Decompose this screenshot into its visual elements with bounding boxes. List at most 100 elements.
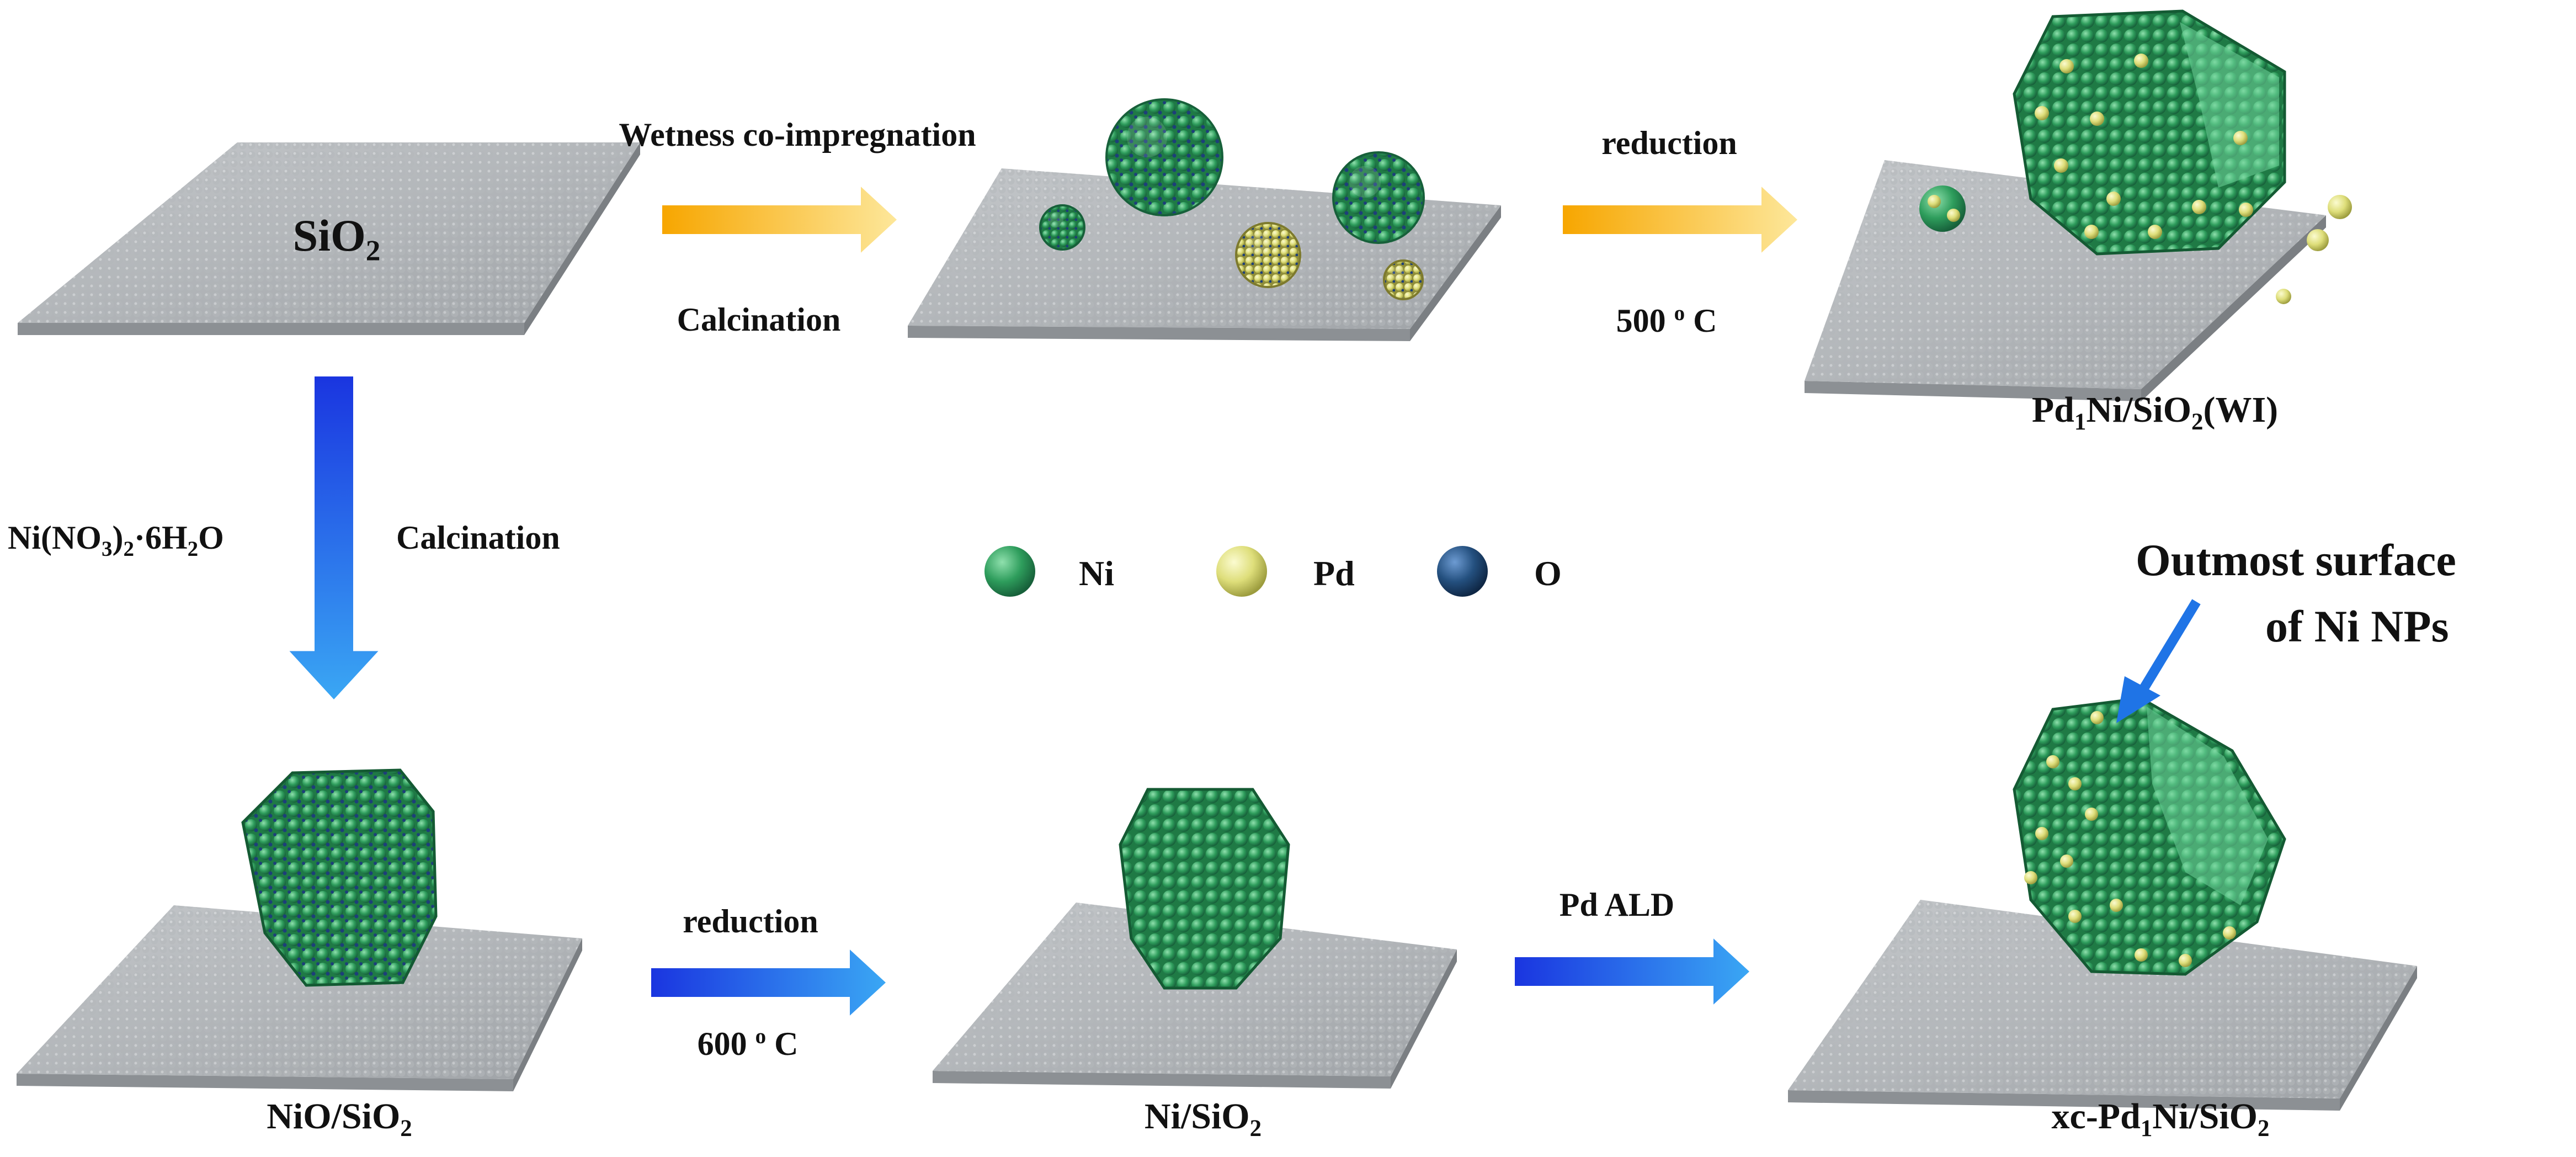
nio-particle-small-body: [1039, 204, 1085, 251]
wi-pd-atom-5: [2148, 225, 2162, 239]
xc-pd-atom-10: [2024, 871, 2037, 884]
nio-plate-side-edge: [513, 938, 582, 1091]
xc-ni-particle: [2013, 697, 2286, 976]
step-reduction-bottom-label: reduction: [683, 903, 818, 940]
wi-pd-atom-0: [2059, 59, 2074, 73]
legend-pd-icon: [1216, 546, 1267, 597]
pdo-particle-mid: [1235, 222, 1301, 288]
wi-pd-atom-1: [2090, 112, 2104, 126]
callout-arrow-shaft: [2137, 599, 2201, 696]
callout-arrow: [2116, 599, 2201, 723]
nio-particle-small-highlight: [1048, 212, 1063, 227]
pdo-particle-small-highlight: [1391, 266, 1404, 280]
ni-particle-body: [1119, 788, 1290, 990]
ni-plate-side-edge: [1391, 949, 1457, 1089]
step-temp-500-label: 500 o C: [1616, 301, 1717, 339]
xc-pd-atom-11: [2090, 711, 2104, 724]
legend-label-o: O: [1534, 554, 1562, 593]
callout-line-2: of Ni NPs: [2265, 601, 2449, 651]
callout-arrow-head: [2116, 676, 2160, 723]
xc-pd-atom-8: [2179, 954, 2192, 967]
product-xc-label: xc-Pd1Ni/SiO2: [2051, 1096, 2270, 1142]
pdo-particle-small: [1383, 259, 1424, 300]
nio-plate-atom-texture: [17, 905, 582, 1079]
nio-particle-right: [1332, 151, 1425, 244]
nio-particle-small: [1039, 204, 1085, 251]
arrow-impregnation: [662, 187, 897, 253]
impregnated-plate-front-edge: [908, 326, 1410, 341]
nio-particle-right-highlight: [1349, 166, 1381, 198]
step-temp-600-label: 600 o C: [697, 1025, 799, 1062]
wi-pd-atom-3: [2054, 158, 2068, 173]
legend-o-icon: [1437, 546, 1488, 597]
arrow-calcination-down: [289, 376, 379, 699]
sio2-plate-label: SiO2: [292, 210, 381, 267]
step-calcination-down-label: Calcination: [396, 519, 560, 556]
nio-particle-large: [1105, 98, 1223, 216]
impregnated-plate-side-edge: [1410, 205, 1501, 341]
nio-particle-body: [241, 768, 438, 987]
xc-pd-atom-4: [2060, 855, 2073, 868]
arrow-reduction-600: [651, 949, 886, 1016]
xc-product-plate-front-edge: [1788, 1090, 2340, 1111]
step-pd-ald-label: Pd ALD: [1559, 887, 1675, 923]
xc-product-plate-atom-texture: [1788, 900, 2417, 1098]
wi-pd-single: [2276, 289, 2291, 304]
xc-ni-particle-cut-facet: [2147, 707, 2268, 905]
callout-line-1: Outmost surface: [2136, 535, 2456, 585]
wi-pd-atom-4: [2106, 192, 2121, 206]
wi-pd-atom-8: [2035, 106, 2049, 120]
sio2-plate: [18, 142, 640, 335]
wi-pd-atom-2: [2134, 54, 2148, 68]
legend-label-ni: Ni: [1079, 554, 1114, 593]
wi-product-plate-front-edge: [1805, 381, 2141, 401]
sio2-plate-atom-texture: [18, 142, 640, 323]
step-impregnation-label: Wetness co-impregnation: [619, 116, 976, 153]
ni-particle: [1119, 788, 1290, 990]
xc-pd-atom-7: [2135, 948, 2148, 962]
arrow-pd-ald: [1515, 938, 1749, 1005]
product-nio-label: NiO/SiO2: [267, 1096, 412, 1142]
ni-plate-front-edge: [933, 1071, 1391, 1089]
nio-particle-large-highlight: [1126, 116, 1168, 157]
wi-pd-atom-10: [2239, 203, 2253, 217]
wi-pd-atom-6: [2192, 200, 2206, 214]
product-ni-label: Ni/SiO2: [1144, 1096, 1262, 1142]
xc-pd-atom-1: [2068, 777, 2082, 790]
arrow-reduction-500: [1563, 187, 1797, 253]
nio-particle-right-body: [1332, 151, 1425, 244]
pdo-particle-small-body: [1383, 259, 1424, 300]
wi-small-pd-a: [1928, 195, 1941, 208]
wi-ni-particle-cut-facet: [2180, 22, 2279, 188]
step-reduction-top-label: reduction: [1601, 125, 1737, 161]
step-calcination-top-label: Calcination: [677, 301, 841, 338]
xc-pd-atom-3: [2085, 808, 2098, 821]
nio-plate: [17, 905, 582, 1091]
nio-particle: [241, 768, 438, 987]
wi-pd-cluster-b: [2307, 229, 2329, 251]
legend-ni-icon: [984, 546, 1035, 597]
xc-product-plate: [1788, 900, 2417, 1111]
wi-pd-atom-7: [2233, 131, 2248, 145]
nio-particle-large-body: [1105, 98, 1223, 216]
wi-ni-particle: [2013, 9, 2286, 256]
nio-plate-front-edge: [17, 1074, 513, 1091]
precursor-label: Ni(NO3)2·6H2O: [8, 519, 224, 561]
legend-label-pd: Pd: [1313, 554, 1355, 593]
xc-pd-atom-9: [2223, 926, 2236, 940]
wi-product-plate-side-edge: [2141, 215, 2326, 401]
xc-pd-atom-0: [2046, 755, 2059, 768]
xc-product-plate-side-edge: [2340, 966, 2417, 1111]
pdo-particle-mid-body: [1235, 222, 1301, 288]
sio2-plate-side-edge: [524, 142, 640, 335]
wi-pd-cluster-a: [2328, 195, 2352, 219]
product-wi-label: Pd1Ni/SiO2(WI): [2031, 390, 2279, 436]
xc-pd-atom-2: [2035, 827, 2048, 840]
pdo-particle-mid-highlight: [1247, 232, 1270, 256]
sio2-plate-front-edge: [18, 323, 524, 335]
wi-pd-atom-9: [2084, 225, 2099, 239]
xc-pd-atom-5: [2110, 899, 2123, 912]
wi-small-pd-b: [1947, 209, 1960, 222]
